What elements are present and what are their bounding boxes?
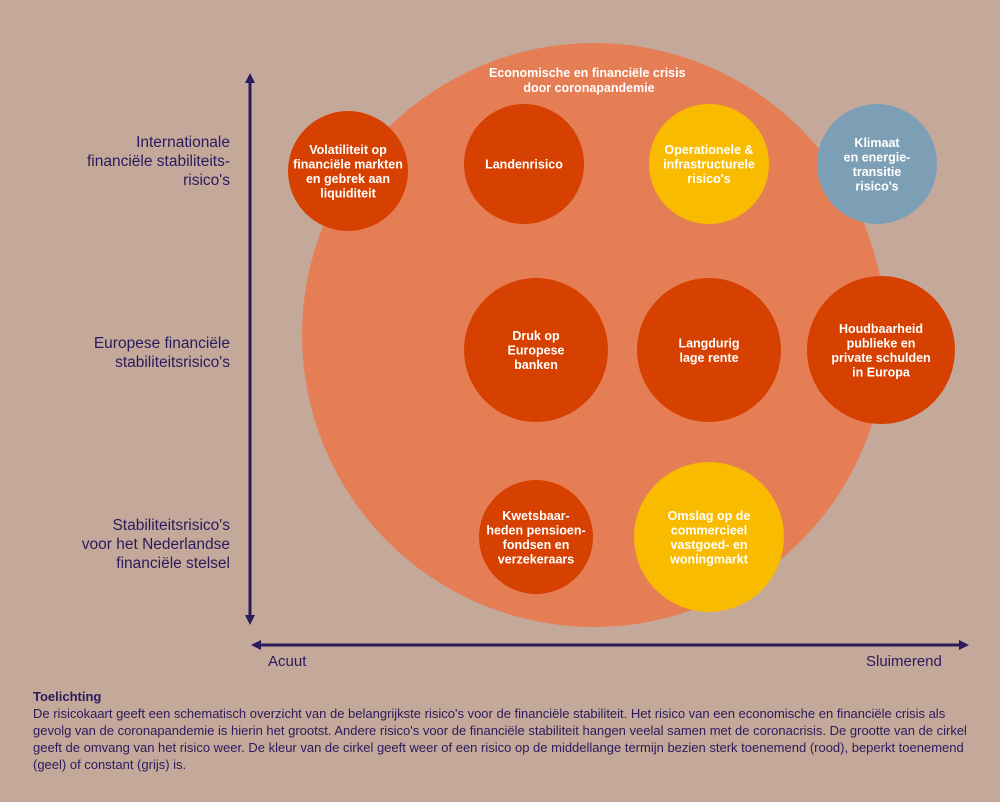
corona-crisis-label: Economische en financiële crisis door co…: [489, 66, 689, 95]
risk-bubble-operationele: [649, 104, 769, 224]
risk-label-line: infrastructurele: [663, 158, 755, 172]
risk-bubble-lage-rente: [637, 278, 781, 422]
row-label-dutch: Stabiliteitsrisico's voor het Nederlands…: [81, 517, 230, 572]
explanation-text: De risicokaart geeft een schematisch ove…: [33, 706, 967, 772]
risk-label-line: publieke en: [847, 336, 916, 350]
risk-bubble-volatiliteit: [288, 111, 408, 231]
risk-label-line: en energie-: [844, 150, 911, 164]
risk-bubble-houdbaarheid: [807, 276, 955, 424]
risk-label-line: Europese: [508, 344, 565, 358]
x-axis-right-label: Sluimerend: [866, 653, 942, 670]
row-label-international: Internationale financiële stabiliteits- …: [86, 134, 230, 189]
risk-label-line: risico's: [687, 172, 730, 186]
risk-label-line: in Europa: [852, 365, 911, 379]
risk-label-line: lage rente: [679, 351, 738, 365]
risk-label-landenrisico: Landenrisico: [485, 158, 563, 172]
risk-label-line: commercieel: [671, 523, 747, 537]
risk-label-line: Operationele &: [665, 143, 754, 157]
risk-label-line: en gebrek aan: [306, 172, 390, 186]
risk-label-line: risico's: [855, 179, 898, 193]
risk-label-line: Landenrisico: [485, 158, 563, 172]
risk-label-line: Omslag op de: [668, 509, 751, 523]
risk-label-line: private schulden: [831, 351, 930, 365]
risk-bubble-druk-europese-banken: [464, 278, 608, 422]
risk-label-line: vastgoed- en: [670, 538, 747, 552]
risk-label-line: banken: [514, 358, 558, 372]
x-axis-left-label: Acuut: [268, 653, 307, 670]
risk-label-line: liquiditeit: [320, 186, 376, 200]
explanation: Toelichting De risicokaart geeft een sch…: [33, 688, 983, 773]
risk-label-line: financiële markten: [293, 157, 403, 171]
risk-label-line: Druk op: [512, 329, 560, 343]
risk-label-line: Volatiliteit op: [309, 143, 387, 157]
risk-label-line: Klimaat: [854, 136, 900, 150]
risk-label-line: Houdbaarheid: [839, 322, 923, 336]
risk-label-line: Kwetsbaar-: [502, 509, 569, 523]
risk-bubble-omslag-vastgoed: [634, 462, 784, 612]
explanation-title: Toelichting: [33, 689, 102, 704]
risk-label-line: Langdurig: [678, 336, 739, 350]
risk-label-line: transitie: [853, 165, 902, 179]
risk-bubble-landenrisico: [464, 104, 584, 224]
risk-label-line: heden pensioen-: [486, 523, 585, 537]
risk-label-line: verzekeraars: [498, 552, 575, 566]
risk-label-line: woningmarkt: [669, 552, 749, 566]
risk-bubble-kwetsbaarheden: [479, 480, 593, 594]
risk-map-diagram: Economische en financiële crisis door co…: [245, 43, 969, 650]
risk-bubble-klimaat: [817, 104, 937, 224]
row-label-european: Europese financiële stabiliteitsrisico's: [93, 335, 230, 371]
risk-label-line: fondsen en: [503, 538, 570, 552]
